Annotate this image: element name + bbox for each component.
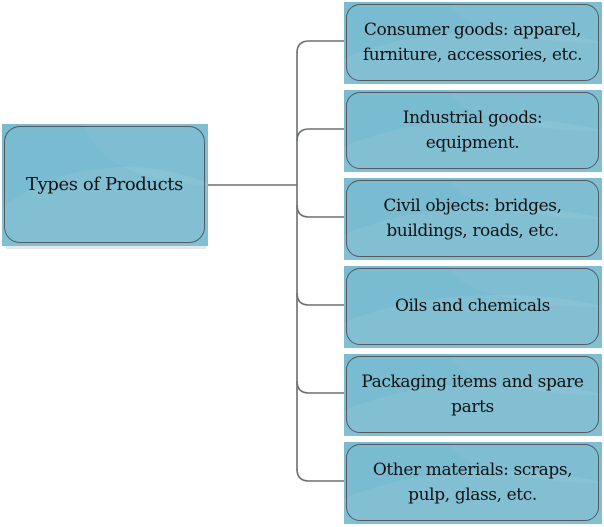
- branch-connector-1: [296, 40, 344, 54]
- root-node: Types of Products: [2, 124, 208, 246]
- child-node-oils-chemicals: Oils and chemicals: [344, 266, 602, 348]
- child-node-industrial-goods: Industrial goods: equipment.: [344, 90, 602, 172]
- child-node-frame: Packaging items and spare parts: [346, 356, 599, 433]
- branch-connector-5: [296, 380, 344, 394]
- root-node-label: Types of Products: [26, 174, 183, 195]
- branch-connector-2: [296, 128, 344, 142]
- child-node-packaging: Packaging items and spare parts: [344, 354, 602, 436]
- child-node-consumer-goods: Consumer goods: apparel, furniture, acce…: [344, 2, 602, 84]
- child-node-label: Other materials: scraps, pulp, glass, et…: [372, 459, 573, 505]
- child-node-frame: Civil objects: bridges, buildings, roads…: [346, 180, 599, 257]
- child-node-frame: Industrial goods: equipment.: [346, 92, 599, 169]
- root-node-frame: Types of Products: [4, 126, 205, 243]
- child-node-frame: Other materials: scraps, pulp, glass, et…: [346, 444, 599, 521]
- branch-connector-3: [296, 204, 344, 218]
- child-node-frame: Oils and chemicals: [346, 268, 599, 345]
- child-node-label: Consumer goods: apparel, furniture, acce…: [362, 19, 583, 65]
- child-node-label: Packaging items and spare parts: [361, 371, 584, 417]
- branch-connector-4: [296, 292, 344, 306]
- branch-connector-6: [296, 468, 344, 482]
- root-node-shadow: [6, 246, 206, 249]
- child-node-frame: Consumer goods: apparel, furniture, acce…: [346, 4, 599, 81]
- child-node-other-materials: Other materials: scraps, pulp, glass, et…: [344, 442, 602, 524]
- child-node-label: Civil objects: bridges, buildings, roads…: [383, 195, 562, 241]
- child-node-label: Oils and chemicals: [394, 296, 550, 316]
- child-node-label: Industrial goods: equipment.: [402, 107, 543, 153]
- child-node-civil-objects: Civil objects: bridges, buildings, roads…: [344, 178, 602, 260]
